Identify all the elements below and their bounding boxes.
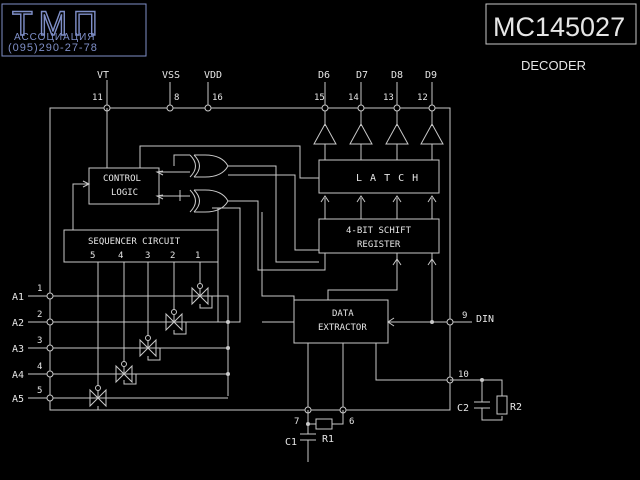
pin-label-d9: D9 (425, 70, 437, 81)
svg-text:4: 4 (118, 251, 123, 261)
pin-number-15: 15 (314, 93, 325, 103)
shift-register-label-1: 4-BIT SCHIFT (346, 226, 412, 236)
control-logic-label-2: LOGIC (111, 188, 138, 198)
pin-label-din: DIN (476, 314, 494, 325)
pin-number-14: 14 (348, 93, 359, 103)
r2-label: R2 (510, 402, 522, 413)
pin-label-d8: D8 (391, 70, 403, 81)
pin-number-13: 13 (383, 93, 394, 103)
output-buffers (313, 122, 444, 160)
pin-label-vt: VT (97, 70, 109, 81)
pin-number-8: 8 (174, 93, 179, 103)
svg-text:3: 3 (145, 251, 150, 261)
part-number: MC145027 (493, 12, 625, 42)
data-extractor-label-1: DATA (332, 309, 354, 319)
pin-label-d7: D7 (356, 70, 368, 81)
din-pin: 9 DIN (446, 311, 494, 326)
pin-number-10: 10 (458, 370, 469, 380)
xor-gates (189, 154, 229, 213)
top-pins: VT 11 VSS 8 VDD 16 D6 15 D7 14 D8 13 D9 … (92, 70, 437, 126)
svg-text:1: 1 (195, 251, 200, 261)
rc-network-pin10: 10 C2 R2 (446, 370, 522, 421)
pin-label-a2: A2 (12, 318, 24, 329)
data-extractor-block: DATA EXTRACTOR (293, 299, 389, 344)
pin-label-a1: A1 (12, 292, 24, 303)
pin-label-a5: A5 (12, 394, 24, 405)
pin-number-12: 12 (417, 93, 428, 103)
svg-text:2: 2 (170, 251, 175, 261)
chip-subtitle: DECODER (521, 58, 586, 73)
pin-label-d6: D6 (318, 70, 330, 81)
pin-label-vdd: VDD (204, 70, 222, 81)
svg-text:4: 4 (37, 362, 42, 372)
control-logic-label-1: CONTROL (103, 174, 141, 184)
svg-text:2: 2 (37, 310, 42, 320)
pin-number-9: 9 (462, 311, 467, 321)
svg-text:3: 3 (37, 336, 42, 346)
sequencer-block: SEQUENCER CIRCUIT 5 4 3 2 1 (63, 229, 219, 263)
address-pins: A1 A2 A3 A4 A5 1 2 3 4 5 (12, 284, 54, 405)
pin-number-11: 11 (92, 93, 103, 103)
pin-label-vss: VSS (162, 70, 180, 81)
comparator-switches (89, 283, 209, 408)
rc-network-pins67: 7 6 C1 R1 (285, 406, 354, 462)
pin-number-6: 6 (349, 417, 354, 427)
svg-text:1: 1 (37, 284, 42, 294)
tmp-logo: ТМП АССОЦИАЦИЯ (095)290-27-78 (1, 3, 147, 57)
logo-mark: ТМП (12, 5, 104, 43)
shift-register-block: 4-BIT SCHIFT REGISTER (318, 195, 440, 254)
pin-number-16: 16 (212, 93, 223, 103)
svg-text:5: 5 (90, 251, 95, 261)
logo-line1: АССОЦИАЦИЯ (14, 32, 96, 43)
title-box (485, 3, 637, 45)
internal-wiring (50, 108, 450, 410)
r1-label: R1 (322, 434, 334, 445)
pin-number-7: 7 (294, 417, 299, 427)
pin-label-a4: A4 (12, 370, 24, 381)
logo-phone: (095)290-27-78 (8, 42, 98, 54)
c1-label: C1 (285, 437, 297, 448)
latch-label: L A T C H (356, 173, 419, 184)
svg-text:5: 5 (37, 386, 42, 396)
ic-outline (49, 107, 451, 411)
data-extractor-label-2: EXTRACTOR (318, 323, 367, 333)
c2-label: C2 (457, 403, 469, 414)
sequencer-label: SEQUENCER CIRCUIT (88, 237, 181, 247)
pin-label-a3: A3 (12, 344, 24, 355)
shift-register-label-2: REGISTER (357, 240, 401, 250)
latch-block: L A T C H (318, 159, 440, 194)
control-logic-block: CONTROL LOGIC (88, 167, 160, 205)
